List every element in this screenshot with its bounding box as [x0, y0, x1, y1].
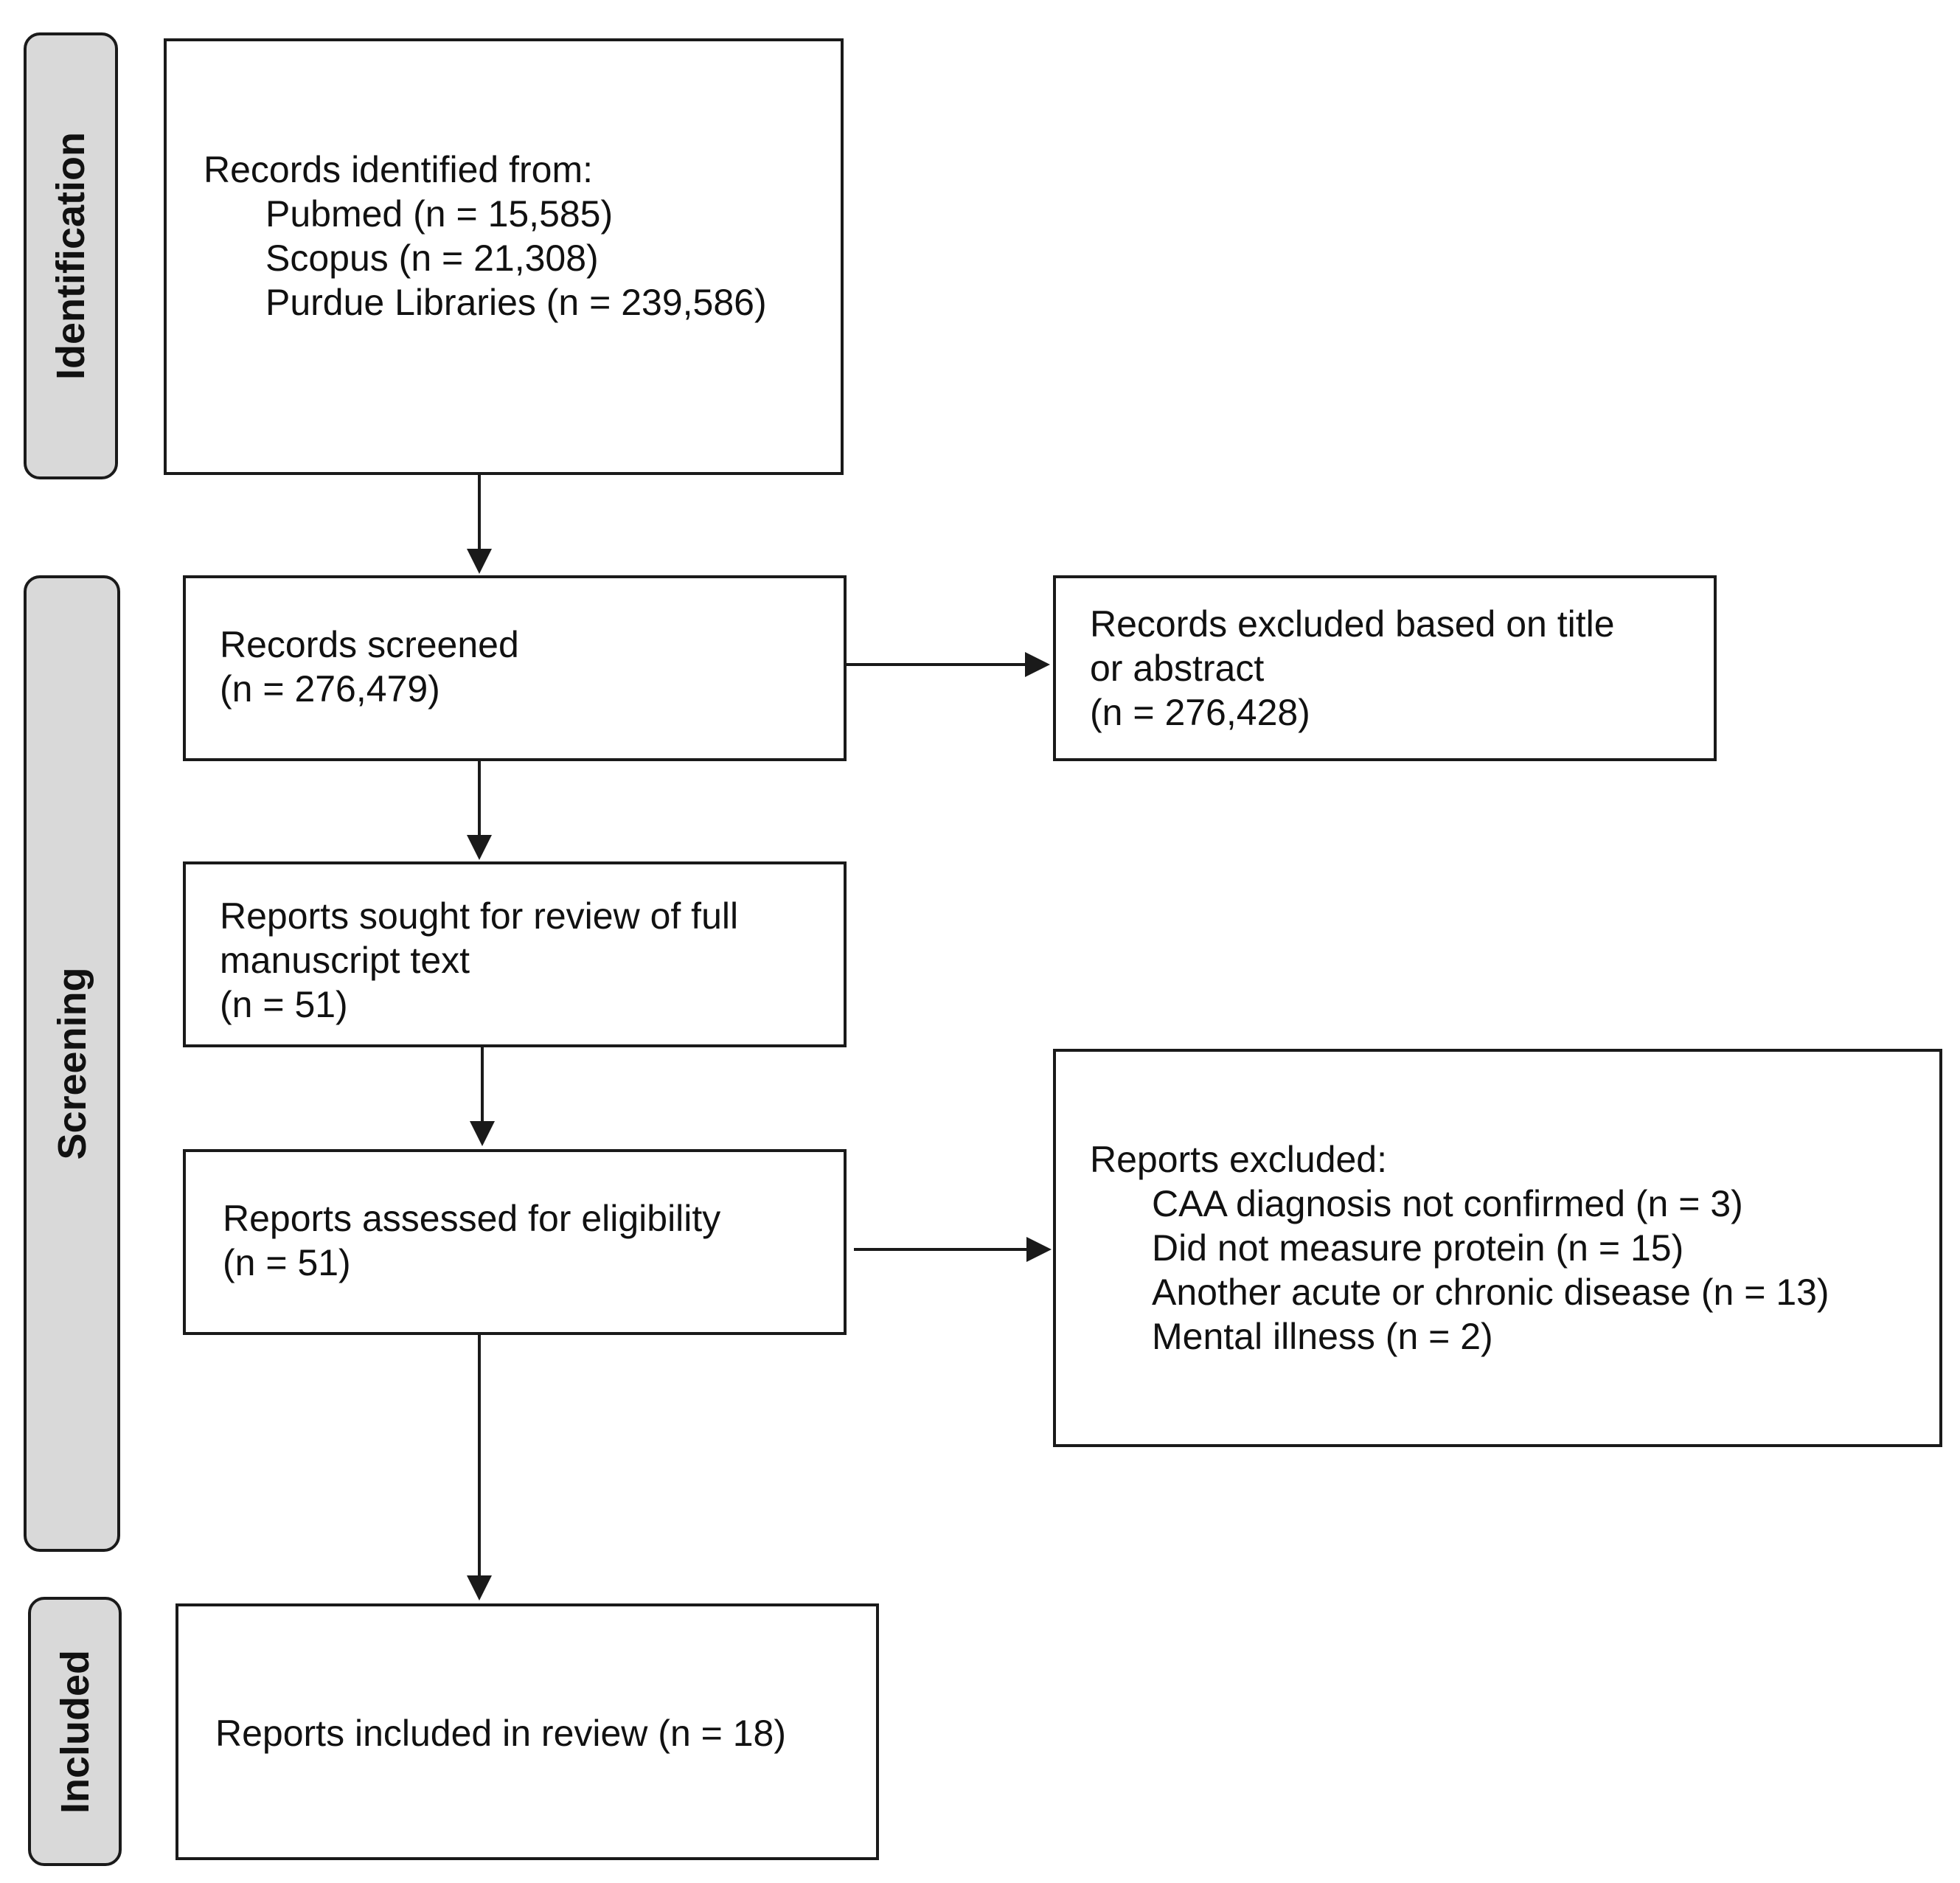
reason-mental-illness: Mental illness (n = 2) — [1152, 1316, 1493, 1357]
records-excluded-title-count: (n = 276,428) — [1090, 692, 1310, 733]
reason-other-disease: Another acute or chronic disease (n = 13… — [1152, 1272, 1829, 1313]
records-screened-box: Records screened (n = 276,479) — [183, 575, 847, 761]
phase-screening-label: Screening — [49, 967, 94, 1160]
phase-identification: Identification — [24, 32, 118, 479]
arrowhead-assessed — [470, 1121, 495, 1146]
reports-assessed-box: Reports assessed for eligibility (n = 51… — [183, 1149, 847, 1335]
source-purdue-libraries: Purdue Libraries (n = 239,586) — [265, 282, 767, 323]
records-identified-box: Records identified from: Pubmed (n = 15,… — [164, 38, 844, 475]
arrowhead-included — [467, 1575, 492, 1601]
reports-included-label: Reports included in review (n = 18) — [215, 1713, 786, 1754]
reports-sought-count: (n = 51) — [220, 984, 348, 1025]
arrowhead-identified — [467, 549, 492, 574]
reports-assessed-label: Reports assessed for eligibility — [223, 1198, 721, 1239]
records-screened-count: (n = 276,479) — [220, 668, 440, 710]
reason-caa-not-confirmed: CAA diagnosis not confirmed (n = 3) — [1152, 1183, 1743, 1224]
reports-excluded-heading: Reports excluded: — [1090, 1139, 1388, 1180]
phase-included: Included — [28, 1597, 122, 1866]
reports-sought-line1: Reports sought for review of full — [220, 895, 739, 937]
reports-sought-box: Reports sought for review of full manusc… — [183, 861, 847, 1047]
arrowhead-excluded-title — [1025, 652, 1050, 677]
arrowhead-sought — [467, 835, 492, 860]
reports-included-box: Reports included in review (n = 18) — [176, 1603, 879, 1860]
records-identified-heading: Records identified from: — [204, 149, 594, 190]
arrowhead-reports-excluded — [1026, 1237, 1052, 1262]
records-screened-label: Records screened — [220, 624, 519, 665]
reports-sought-line2: manuscript text — [220, 940, 470, 981]
phase-identification-label: Identification — [49, 132, 93, 380]
reports-excluded-box: Reports excluded: CAA diagnosis not conf… — [1053, 1049, 1942, 1447]
reason-no-protein-measure: Did not measure protein (n = 15) — [1152, 1227, 1684, 1269]
phase-screening: Screening — [24, 575, 120, 1552]
reports-assessed-count: (n = 51) — [223, 1242, 351, 1283]
records-excluded-title-line1: Records excluded based on title — [1090, 603, 1615, 645]
records-excluded-title-box: Records excluded based on title or abstr… — [1053, 575, 1717, 761]
source-pubmed: Pubmed (n = 15,585) — [265, 193, 614, 235]
source-scopus: Scopus (n = 21,308) — [265, 237, 599, 279]
phase-included-label: Included — [52, 1649, 97, 1814]
records-excluded-title-line2: or abstract — [1090, 648, 1265, 689]
